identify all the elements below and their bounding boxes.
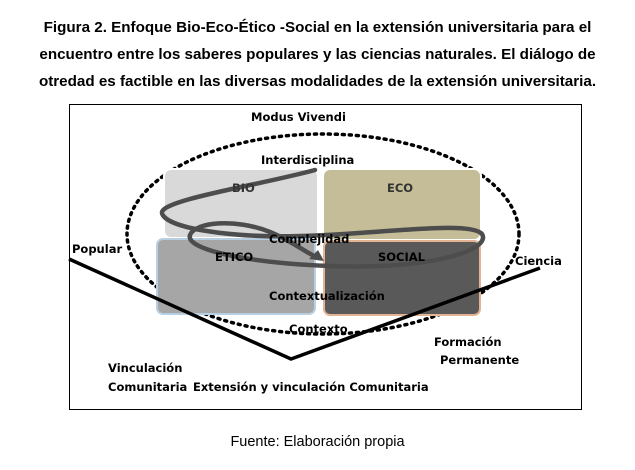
vinculacion-label-line2: Comunitaria <box>108 380 188 394</box>
spiral-line <box>159 167 486 269</box>
eco-label: ECO <box>387 181 414 195</box>
extension-label: Extensión y vinculación Comunitaria <box>193 380 429 394</box>
popular-label: Popular <box>72 242 123 256</box>
interdisciplina-label: Interdisciplina <box>261 153 355 167</box>
formacion-label-line2: Permanente <box>440 353 520 367</box>
caption-line-1: Figura 2. Enfoque Bio-Eco-Ético -Social … <box>43 19 592 36</box>
contexto-label: Contexto <box>289 322 348 336</box>
bio-label: BIO <box>232 181 255 195</box>
caption-line-2: encuentro entre los saberes populares y … <box>39 46 596 63</box>
etico-box <box>156 238 316 315</box>
v-shape-line <box>68 257 541 361</box>
diagram-frame <box>69 104 582 410</box>
social-label: SOCIAL <box>378 250 426 264</box>
modus-vivendi-ellipse <box>125 132 521 336</box>
etico-label: ETICO <box>215 250 254 264</box>
complejidad-label: Complejidad <box>269 232 350 246</box>
modus-vivendi-label: Modus Vivendi <box>251 110 346 124</box>
figure-caption: Figura 2. Enfoque Bio-Eco-Ético -Social … <box>10 14 625 95</box>
formacion-label-line1: Formación <box>434 335 502 349</box>
ciencia-label: Ciencia <box>515 254 562 268</box>
caption-line-3: otredad es factible en las diversas moda… <box>38 73 597 90</box>
spiral-arrowhead <box>309 250 324 261</box>
contextualizacion-label: Contextualización <box>269 289 385 303</box>
vinculacion-label-line1: Vinculación <box>108 361 183 375</box>
source-note: Fuente: Elaboración propia <box>230 434 405 450</box>
